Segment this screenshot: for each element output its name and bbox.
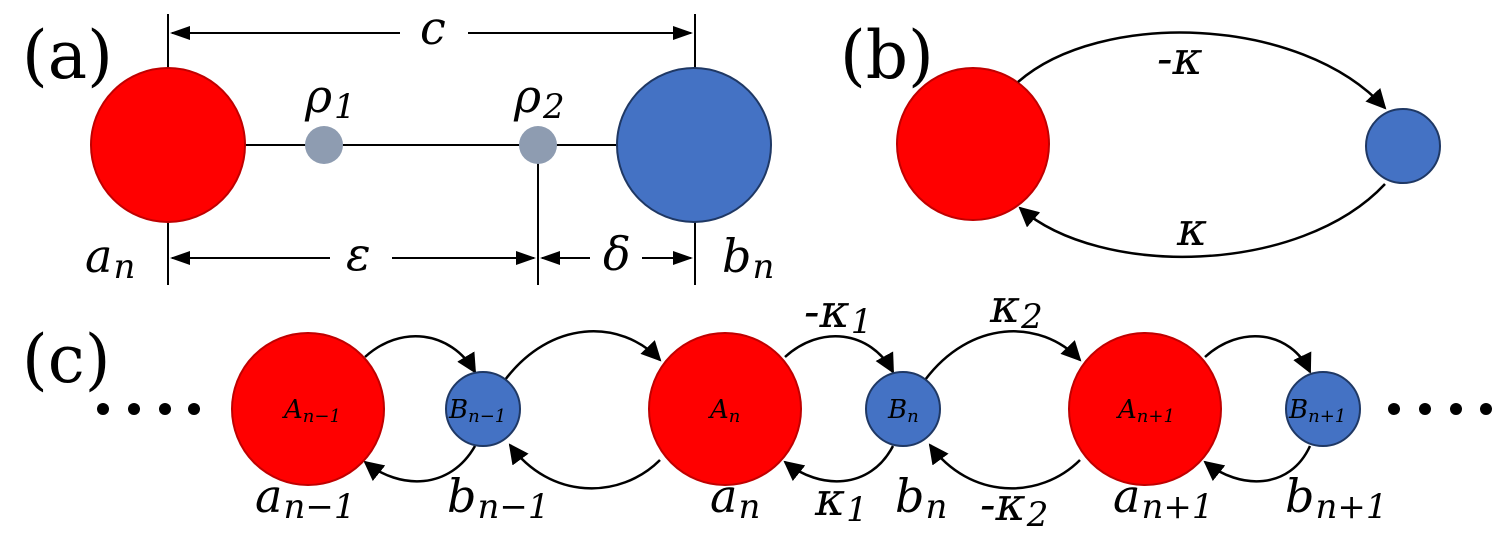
rho1-label: ρ1 [304,69,356,127]
top-coupling-label: -κ [1157,31,1203,85]
red-node [896,67,1050,221]
arc-Bprev-to-Aprev [363,445,477,483]
arc-Bnext-to-Anext [1203,445,1312,483]
blue-node-b [616,67,772,223]
right-ellipsis [1388,403,1492,415]
panel-a: (a) c ρ1 ρ2 ε δ an [22,1,774,287]
node-A-n [648,332,802,486]
amp-label-b-n: bn [895,469,947,527]
delta-label: δ [603,227,631,281]
node-B-n-plus-1 [1285,371,1361,447]
arc-Bn-to-An [783,445,895,483]
node-label-B-n-plus-1: Bn+1 [1288,395,1346,427]
coupling-label-k1-bottom: κ1 [814,472,868,530]
coupling-label-k1-top: -κ1 [804,284,872,342]
panel-a-label: (a) [22,17,113,94]
node-B-n-minus-1 [445,371,521,447]
b-n-label: bn [722,229,774,287]
amp-label-b-n-minus-1: bn−1 [447,469,549,527]
top-coupling-arrow [1017,31,1387,110]
node-label-A-n-minus-1: An−1 [282,395,341,427]
red-node-a [90,67,246,223]
amp-label-a-n: an [710,469,760,527]
arc-Bprev-to-An [504,330,662,381]
bottom-coupling-arrow [1018,183,1386,258]
blue-node [1365,108,1441,184]
node-label-B-n: Bn [887,395,919,427]
left-ellipsis [97,403,200,415]
rho2-node [519,126,557,164]
panel-c-label: (c) [22,321,110,398]
panel-c: (c) [22,279,1492,535]
arc-An-to-Bn [784,335,895,374]
c-label: c [420,1,446,55]
panel-b-label: (b) [840,17,934,94]
amp-label-a-n-minus-1: an−1 [255,469,355,527]
arc-Anext-to-Bn [928,443,1081,490]
node-A-n-minus-1 [231,332,385,486]
coupling-label-k2-top: κ2 [989,279,1043,337]
epsilon-label: ε [346,227,371,281]
arc-Anext-to-Bnext [1204,335,1312,374]
arc-An-to-Bprev [508,443,661,490]
coupling-label-k2-bottom: -κ2 [980,477,1048,535]
node-A-n-plus-1 [1068,332,1222,486]
arc-Aprev-to-Bprev [364,335,477,374]
node-B-n [865,371,941,447]
arc-Bn-to-Anext [924,330,1082,381]
panel-b: (b) -κ κ [840,17,1441,258]
bottom-coupling-label: κ [1176,202,1207,256]
amp-label-b-n-plus-1: bn+1 [1285,469,1387,527]
node-label-B-n-minus-1: Bn−1 [448,395,506,427]
node-label-A-n: An [708,395,740,427]
a-n-label: an [85,229,135,287]
amp-label-a-n-plus-1: an+1 [1113,469,1213,527]
rho1-node [305,126,343,164]
node-label-A-n-plus-1: An+1 [1116,395,1175,427]
rho2-label: ρ2 [513,69,565,127]
